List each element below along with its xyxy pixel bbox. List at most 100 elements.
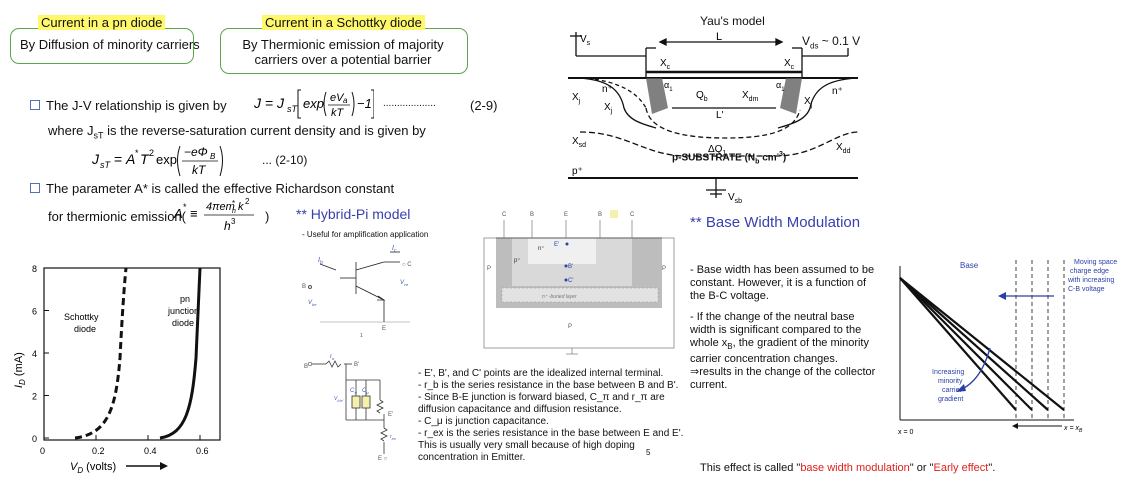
svg-text:A: A: [173, 206, 183, 221]
schottky-box: [220, 28, 468, 74]
svg-text:sT: sT: [287, 104, 299, 114]
svg-text:Xdm: Xdm: [742, 90, 759, 103]
svg-text:A: A: [125, 151, 135, 167]
svg-text:h: h: [224, 219, 231, 233]
note-1: - E', B', and C' points are the idealize…: [418, 368, 664, 379]
svg-text:Xj: Xj: [804, 96, 813, 109]
svg-text:Vbe: Vbe: [308, 300, 317, 307]
yau-vds: Vds ~ 0.1 V: [802, 34, 861, 51]
svg-text:J: J: [92, 151, 100, 167]
svg-text:2: 2: [149, 148, 154, 158]
svg-text:Ib: Ib: [318, 257, 323, 266]
svg-text:P: P: [662, 266, 666, 272]
page-number: 5: [646, 448, 651, 457]
bwm-p2: - If the change of the neutral base widt…: [690, 311, 869, 366]
bjt-cross-section: n⁺ -buried layer n⁺ p⁺ E' B' C' P P P C …: [482, 208, 678, 358]
svg-text:B: B: [302, 284, 306, 290]
svg-text:ΔQ1: ΔQ1: [708, 144, 726, 157]
svg-text:n: n: [232, 208, 236, 215]
svg-text:L': L': [716, 110, 724, 121]
notes-block: - E', B', and C' points are the idealize…: [418, 368, 688, 464]
jv-dots: ...................: [383, 98, 436, 109]
svg-text:rex: rex: [390, 434, 397, 441]
svg-text:Vs: Vs: [580, 34, 591, 47]
note-2: - r_b is the series resistance in the ba…: [418, 380, 679, 391]
svg-text:Qb: Qb: [696, 90, 708, 103]
svg-text:*: *: [135, 148, 139, 158]
svg-text:○ C: ○ C: [402, 262, 412, 268]
bwm-p3: ⇒results in the change of the collector …: [690, 366, 876, 392]
svg-text:α1: α1: [664, 80, 673, 93]
svg-text:P: P: [487, 266, 491, 272]
bjt-circuit-top: Ib Ic B ○ C Vbe Vce E 1: [300, 244, 430, 339]
bwm-p1: - Base width has been assumed to be cons…: [690, 264, 875, 302]
jv-eq-label: (2-9): [470, 98, 498, 113]
bwm-text: - Base width has been assumed to be cons…: [690, 264, 880, 392]
svg-text:C: C: [630, 212, 635, 218]
svg-text:n⁺: n⁺: [602, 84, 613, 95]
jst-equation-svg: J sT = A * T 2 exp −eΦ B kT: [91, 145, 223, 177]
svg-text:sT: sT: [100, 160, 112, 170]
svg-text:E: E: [382, 326, 386, 332]
thermionic-line: for thermionic emission(: [48, 209, 186, 224]
iv-xtick-label: 0: [40, 446, 45, 456]
svg-text:=: =: [114, 151, 122, 167]
bullet-icon: [30, 100, 40, 110]
iv-ytick-label: 4: [32, 349, 37, 359]
richardson-line: The parameter A* is called the effective…: [30, 181, 394, 196]
iv-xtick-label: 0.4: [144, 446, 157, 456]
svg-text:J = J: J = J: [254, 95, 285, 111]
note-5: - r_ex is the series resistance in the b…: [418, 428, 684, 463]
bwm-title: ** Base Width Modulation: [690, 214, 861, 231]
yau-substrate: p-SUBSTRATE (Nb cm-3): [672, 151, 787, 166]
iv-ytick-label: 0: [32, 434, 37, 444]
iv-ytick-label: 8: [32, 264, 37, 274]
svg-text:α1: α1: [776, 80, 785, 93]
svg-text:E': E': [554, 242, 559, 248]
bullet-icon: [30, 183, 40, 193]
richardson-equation: A * ≡ 4πem * n k 2 h 3: [172, 194, 272, 238]
svg-text:Vsb: Vsb: [728, 192, 742, 205]
iv-ytick-label: 2: [32, 392, 37, 402]
svg-text:n⁺ -buried layer: n⁺ -buried layer: [542, 294, 577, 300]
iv-xtick-label: 0.2: [92, 446, 105, 456]
svg-text:C: C: [502, 212, 507, 218]
svg-text:L: L: [716, 31, 722, 43]
svg-text:Cμ: Cμ: [362, 388, 369, 395]
iv-ytick-label: 6: [32, 307, 37, 317]
iv-xlabel: VD (volts): [70, 461, 116, 475]
svg-text:exp: exp: [303, 96, 324, 111]
schottky-curve: [74, 267, 128, 440]
iv-xtick-label: 0.6: [196, 446, 209, 456]
svg-text:n⁺: n⁺: [832, 86, 843, 97]
schottky-body: By Thermionic emission of majority carri…: [242, 37, 444, 67]
svg-text:T: T: [140, 151, 150, 167]
pn-diode-body: By Diffusion of minority carriers: [20, 37, 200, 52]
svg-text:B': B': [568, 264, 573, 270]
svg-text:3: 3: [231, 217, 236, 226]
jv-line: The J-V relationship is given by: [30, 98, 227, 113]
svg-text:Xj: Xj: [604, 102, 613, 115]
hybrid-pi-svg: B rb B' Vb'e' Cπ Cμ E' rex E ○: [304, 354, 397, 462]
svg-text:k: k: [238, 201, 244, 213]
svg-text:Xdd: Xdd: [836, 142, 851, 155]
hybrid-subtitle: - Useful for amplification application: [302, 230, 429, 239]
svg-text:B: B: [530, 212, 534, 218]
thermionic-close: ): [265, 209, 270, 224]
svg-text:B: B: [304, 364, 308, 370]
svg-text:eV: eV: [330, 92, 345, 104]
pn-diode-title: Current in a pn diode: [38, 15, 166, 30]
jst-line: where JsT is the reverse-saturation curr…: [48, 123, 426, 141]
svg-text:kT: kT: [331, 107, 345, 119]
effect-line: This effect is called "base width modula…: [700, 462, 996, 474]
bjt-cross-svg: n⁺ -buried layer n⁺ p⁺ E' B' C' P P P C …: [483, 210, 675, 355]
svg-text:E': E': [388, 412, 393, 418]
svg-text:−eΦ: −eΦ: [184, 145, 208, 159]
svg-text:Xj: Xj: [572, 92, 581, 105]
yau-diagram-svg: Vs L Xc Xc n⁺ n⁺ Xj Xj Xj α1 α1 Qb Xdm L…: [568, 31, 859, 205]
note-3: - Since B-E junction is forward biased, …: [418, 392, 665, 415]
